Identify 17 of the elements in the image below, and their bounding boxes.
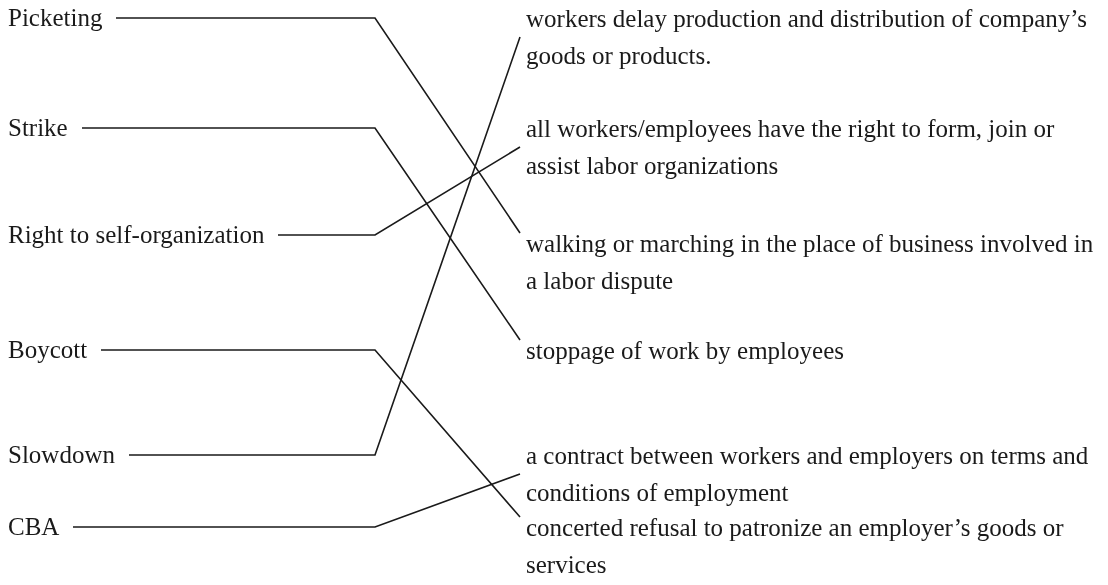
term-label: Strike — [8, 110, 82, 146]
connector-line — [81, 127, 521, 341]
connector-line — [100, 349, 521, 518]
definition-text: concerted refusal to patronize an employer’s goods or services — [520, 509, 1101, 583]
definition-text: workers delay production and distribution of company’s goods or products. — [520, 0, 1101, 74]
term-label: Right to self-organization — [8, 217, 279, 253]
term-label: CBA — [8, 509, 74, 545]
connector-line — [277, 146, 521, 236]
connector-line — [72, 473, 521, 528]
definition-text: walking or marching in the place of business involved in a labor dispute — [520, 225, 1101, 299]
term-label: Slowdown — [8, 437, 129, 473]
definition-text: stoppage of work by employees — [520, 332, 1101, 369]
term-label: Picketing — [8, 0, 117, 36]
connector-line — [128, 36, 521, 456]
term-label: Boycott — [8, 332, 102, 368]
connector-line — [115, 17, 521, 234]
definition-text: all workers/employees have the right to form, join or assist labor organizations — [520, 110, 1101, 184]
